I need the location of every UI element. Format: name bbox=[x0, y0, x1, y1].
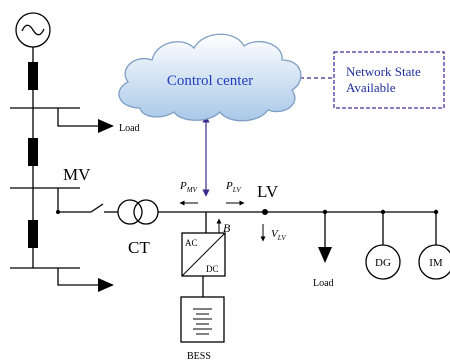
mv-label: MV bbox=[63, 165, 91, 184]
control-center-label: Control center bbox=[167, 73, 253, 89]
bess-label: BESS bbox=[187, 351, 211, 362]
distributed-generator bbox=[365, 212, 401, 280]
load-label-bottom: Load bbox=[313, 278, 334, 289]
line-impedance-1 bbox=[28, 62, 38, 90]
dc-label: DC bbox=[206, 264, 219, 274]
junction-dot bbox=[56, 210, 60, 214]
load-arrow-icon bbox=[98, 278, 114, 292]
network-state-box bbox=[333, 51, 445, 109]
load-arrow-icon bbox=[98, 119, 114, 133]
p-mv-label: PMV bbox=[179, 180, 198, 194]
sine-icon bbox=[21, 24, 45, 36]
v-lv-label: VLV bbox=[271, 228, 286, 242]
dg-label: DG bbox=[375, 257, 391, 269]
transformer-ct bbox=[117, 199, 159, 225]
network-state-line1: Network State bbox=[346, 64, 421, 79]
network-state-line2: Available bbox=[346, 80, 396, 95]
p-lv-label: PLV bbox=[225, 180, 241, 194]
lv-label: LV bbox=[257, 182, 279, 201]
ac-source bbox=[15, 12, 51, 48]
line-impedance-2 bbox=[28, 138, 38, 166]
load-branch-top bbox=[57, 108, 114, 133]
control-center-cloud bbox=[118, 33, 302, 122]
b-label: B bbox=[223, 221, 231, 235]
battery-icon bbox=[180, 296, 225, 343]
breaker-switch bbox=[57, 188, 118, 213]
load-arrow-icon bbox=[318, 247, 332, 263]
ac-label: AC bbox=[185, 238, 198, 248]
lv-load bbox=[318, 212, 332, 263]
load-branch-bottom bbox=[57, 268, 114, 292]
load-label-top: Load bbox=[119, 123, 140, 134]
induction-motor bbox=[418, 212, 450, 280]
im-label: IM bbox=[429, 257, 443, 269]
ct-label: CT bbox=[128, 238, 150, 257]
line-impedance-3 bbox=[28, 220, 38, 248]
lv-node-dot bbox=[262, 209, 268, 215]
